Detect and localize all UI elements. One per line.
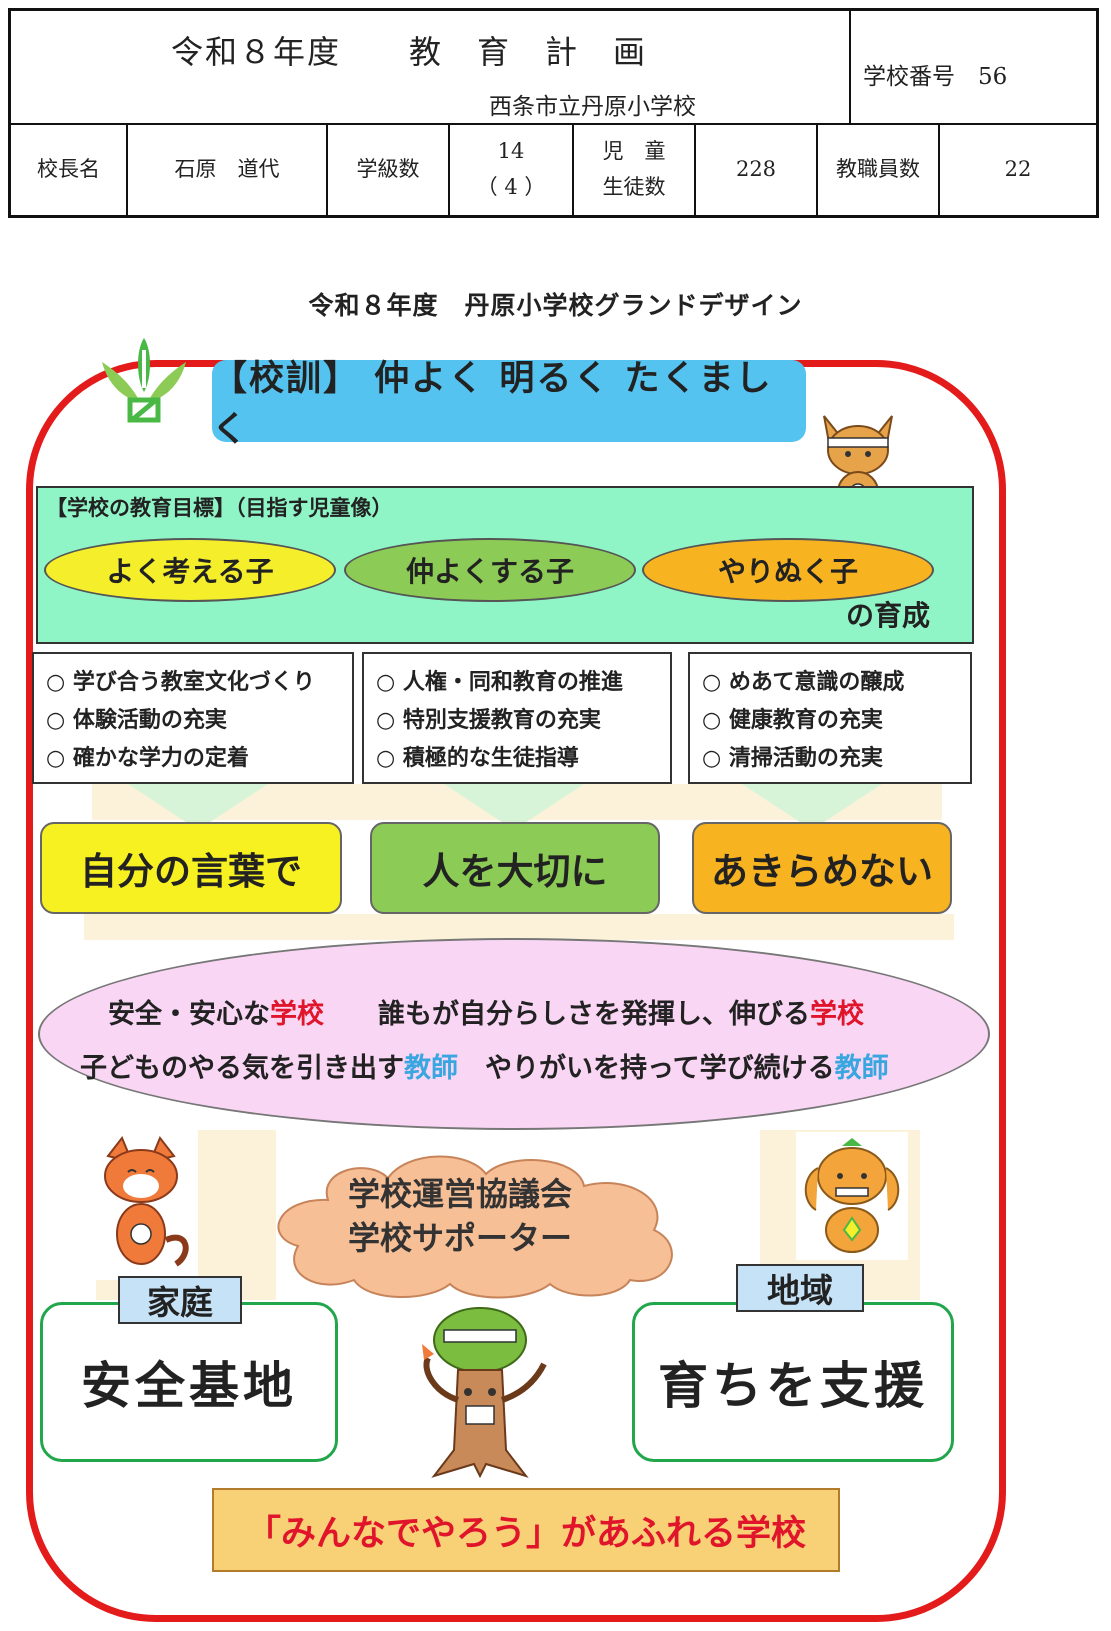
initiative-item: 人権・同和教育の推進 bbox=[376, 664, 658, 702]
home-tag: 家庭 bbox=[118, 1276, 242, 1324]
initiative-item: 確かな学力の定着 bbox=[46, 740, 340, 778]
mascot-orange-dog-icon bbox=[796, 1132, 908, 1260]
principal-label: 校長名 bbox=[11, 123, 128, 215]
initiatives-box-3: めあて意識の醸成 健康教育の充実 清掃活動の充実 bbox=[688, 652, 972, 784]
initiative-item: 体験活動の充実 bbox=[46, 702, 340, 740]
vision-line-teacher: 子どものやる気を引き出す教師 やりがいを持って学び続ける教師 bbox=[80, 1053, 889, 1084]
action-box-cherish-people: 人を大切に bbox=[370, 822, 660, 914]
goal-oval-persevere: やりぬく子 bbox=[642, 538, 934, 602]
goals-suffix: の育成 bbox=[845, 599, 930, 632]
plan-title: 令和８年度 教 育 計 画 bbox=[171, 33, 648, 71]
principal-name: 石原 道代 bbox=[128, 123, 328, 215]
community-panel: 育ちを支援 bbox=[632, 1302, 954, 1462]
council-cloud bbox=[277, 1155, 673, 1299]
goal-oval-friendly: 仲よくする子 bbox=[344, 538, 636, 602]
grand-design-title: 令和８年度 丹原小学校グランドデザイン bbox=[308, 291, 803, 320]
students-label-1: 児 童 bbox=[602, 139, 666, 163]
initiatives-box-1: 学び合う教室文化づくり 体験活動の充実 確かな学力の定着 bbox=[32, 652, 354, 784]
goals-label: 【学校の教育目標】（目指す児童像） bbox=[46, 496, 393, 520]
vision-line-school: 安全・安心な学校 誰もが自分らしさを発揮し、伸びる学校 bbox=[108, 999, 864, 1030]
school-motto: 【校訓】 仲よく 明るく たくましく bbox=[212, 359, 806, 450]
home-panel: 安全基地 bbox=[40, 1302, 338, 1462]
council-line-2: 学校サポーター bbox=[348, 1219, 573, 1257]
school-logo bbox=[102, 338, 186, 423]
vision-ellipse bbox=[38, 938, 990, 1130]
title-cell: 令和８年度 教 育 計 画 西条市立丹原小学校 bbox=[11, 11, 851, 123]
mascot-tree-icon bbox=[404, 1300, 556, 1480]
header-top-row: 令和８年度 教 育 計 画 西条市立丹原小学校 学校番号 56 bbox=[11, 11, 1096, 125]
council-text: 学校運営協議会 学校サポーター bbox=[348, 1172, 572, 1260]
goal-oval-think: よく考える子 bbox=[44, 538, 336, 602]
initiative-item: 学び合う教室文化づくり bbox=[46, 664, 340, 702]
initiative-item: 健康教育の充実 bbox=[702, 702, 958, 740]
initiative-item: 清掃活動の充実 bbox=[702, 740, 958, 778]
light-beam bbox=[84, 914, 954, 940]
action-box-own-words: 自分の言葉で bbox=[40, 822, 342, 914]
initiative-item: 積極的な生徒指導 bbox=[376, 740, 658, 778]
header-table: 令和８年度 教 育 計 画 西条市立丹原小学校 学校番号 56 校長名 石原 道… bbox=[8, 8, 1099, 218]
initiative-item: めあて意識の醸成 bbox=[702, 664, 958, 702]
staff-label: 教職員数 bbox=[818, 123, 940, 215]
education-goals-panel: 【学校の教育目標】（目指す児童像） よく考える子 仲よくする子 やりぬく子 の育… bbox=[36, 486, 974, 644]
mascot-fox-icon bbox=[88, 1130, 198, 1280]
students-value: 228 bbox=[696, 123, 818, 215]
students-label-cell: 児 童 生徒数 bbox=[574, 123, 696, 215]
classes-value: 14 bbox=[497, 139, 525, 163]
initiatives-box-2: 人権・同和教育の推進 特別支援教育の充実 積極的な生徒指導 bbox=[362, 652, 672, 784]
school-name: 西条市立丹原小学校 bbox=[489, 94, 696, 120]
council-line-1: 学校運営協議会 bbox=[348, 1175, 573, 1213]
classes-label: 学級数 bbox=[328, 123, 450, 215]
slogan-banner: 「みんなでやろう」があふれる学校 bbox=[212, 1488, 840, 1572]
action-box-never-give-up: あきらめない bbox=[692, 822, 952, 914]
community-tag: 地域 bbox=[736, 1264, 864, 1312]
initiative-item: 特別支援教育の充実 bbox=[376, 702, 658, 740]
staff-value: 22 bbox=[1004, 157, 1032, 181]
students-label-2: 生徒数 bbox=[602, 175, 666, 199]
classes-sub: （ 4 ） bbox=[476, 175, 546, 199]
classes-value-cell: 14 （ 4 ） bbox=[450, 123, 574, 215]
school-number: 学校番号 56 bbox=[863, 64, 1008, 90]
